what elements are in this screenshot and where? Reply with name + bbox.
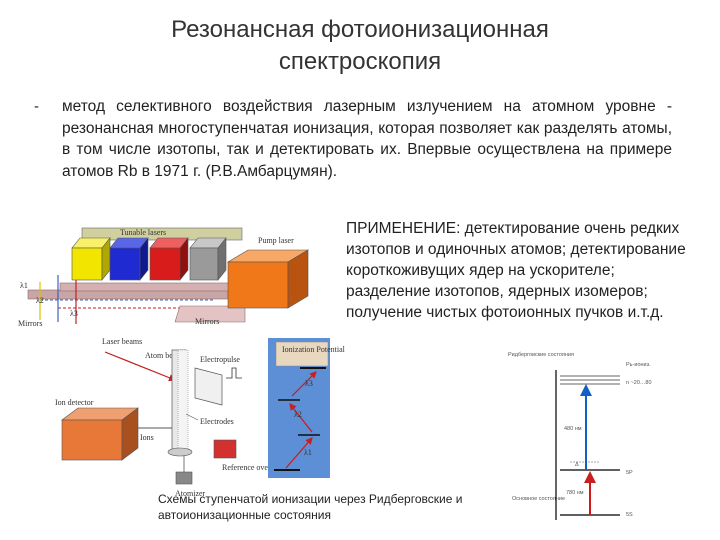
level-diagram: Ридберговские состояния Рь-иониз. n ~20…… [508,352,652,520]
ion-detector-label: Ion detector [55,398,94,407]
panel-lambda2: λ2 [294,410,302,419]
panel-lambda3: λ3 [305,379,313,388]
title-line-1: Резонансная фотоионизационная [171,16,549,43]
level-5s-label: 5S [626,512,633,518]
lambda1-label: λ1 [20,281,28,290]
n-range-label: n ~20…80 [626,380,652,386]
tunable-lasers: Tunable lasers [71,227,243,281]
continuum-label: Рь-иониз. [626,362,651,368]
ionization-potential-label: Ionization Potential [282,345,346,354]
mirrors-left-label: Mirrors [18,319,42,328]
panel-lambda1: λ1 [304,448,312,457]
applications-paragraph: ПРИМЕНЕНИЕ: детектирование очень редких … [346,220,686,321]
atom-beam-label: Atom beam [145,351,183,360]
slide-title: Резонансная фотоионизационная спектроско… [0,14,720,78]
bullet-dash: - [34,98,39,115]
electropulse-label: Electropulse [200,355,240,364]
level-5p-label: 5P [626,470,633,476]
pump-laser: Pump laser [226,236,310,309]
setup-diagram: Tunable lasers Pump laser λ1 λ2 λ3 Mirro… [18,227,310,498]
ion-detector: Ion detector [55,398,172,461]
figure-caption: Схемы ступенчатой ионизации через Ридбер… [158,492,463,522]
wl-780-label: 780 нм [566,490,584,496]
atomizer-label: Atomizer [175,489,206,498]
reference-oven-label: Reference oven [222,463,272,472]
mirrors-right-label: Mirrors [195,317,219,326]
definition-paragraph: метод селективного воздействия лазерным … [62,98,672,180]
ionization-panel: Ionization Potential λ1 λ2 λ3 [268,338,346,478]
pump-laser-label: Pump laser [258,236,294,245]
electrodes-label: Electrodes [200,417,234,426]
lambda2-label: λ2 [36,296,44,305]
ions-label: Ions [140,433,154,442]
atom-beam-column [167,349,193,457]
rydberg-states-label: Ридберговские состояния [508,352,574,358]
delta-label: Δ [575,462,579,468]
wl-480-label: 480 нм [564,426,582,432]
title-line-2: спектроскопия [278,48,442,75]
laser-beams [27,275,291,324]
tunable-lasers-label: Tunable lasers [120,228,166,237]
lambda3-label: λ3 [70,309,78,318]
ground-state-label: Основное состояние [512,496,565,502]
laser-beams-label: Laser beams [102,337,142,346]
